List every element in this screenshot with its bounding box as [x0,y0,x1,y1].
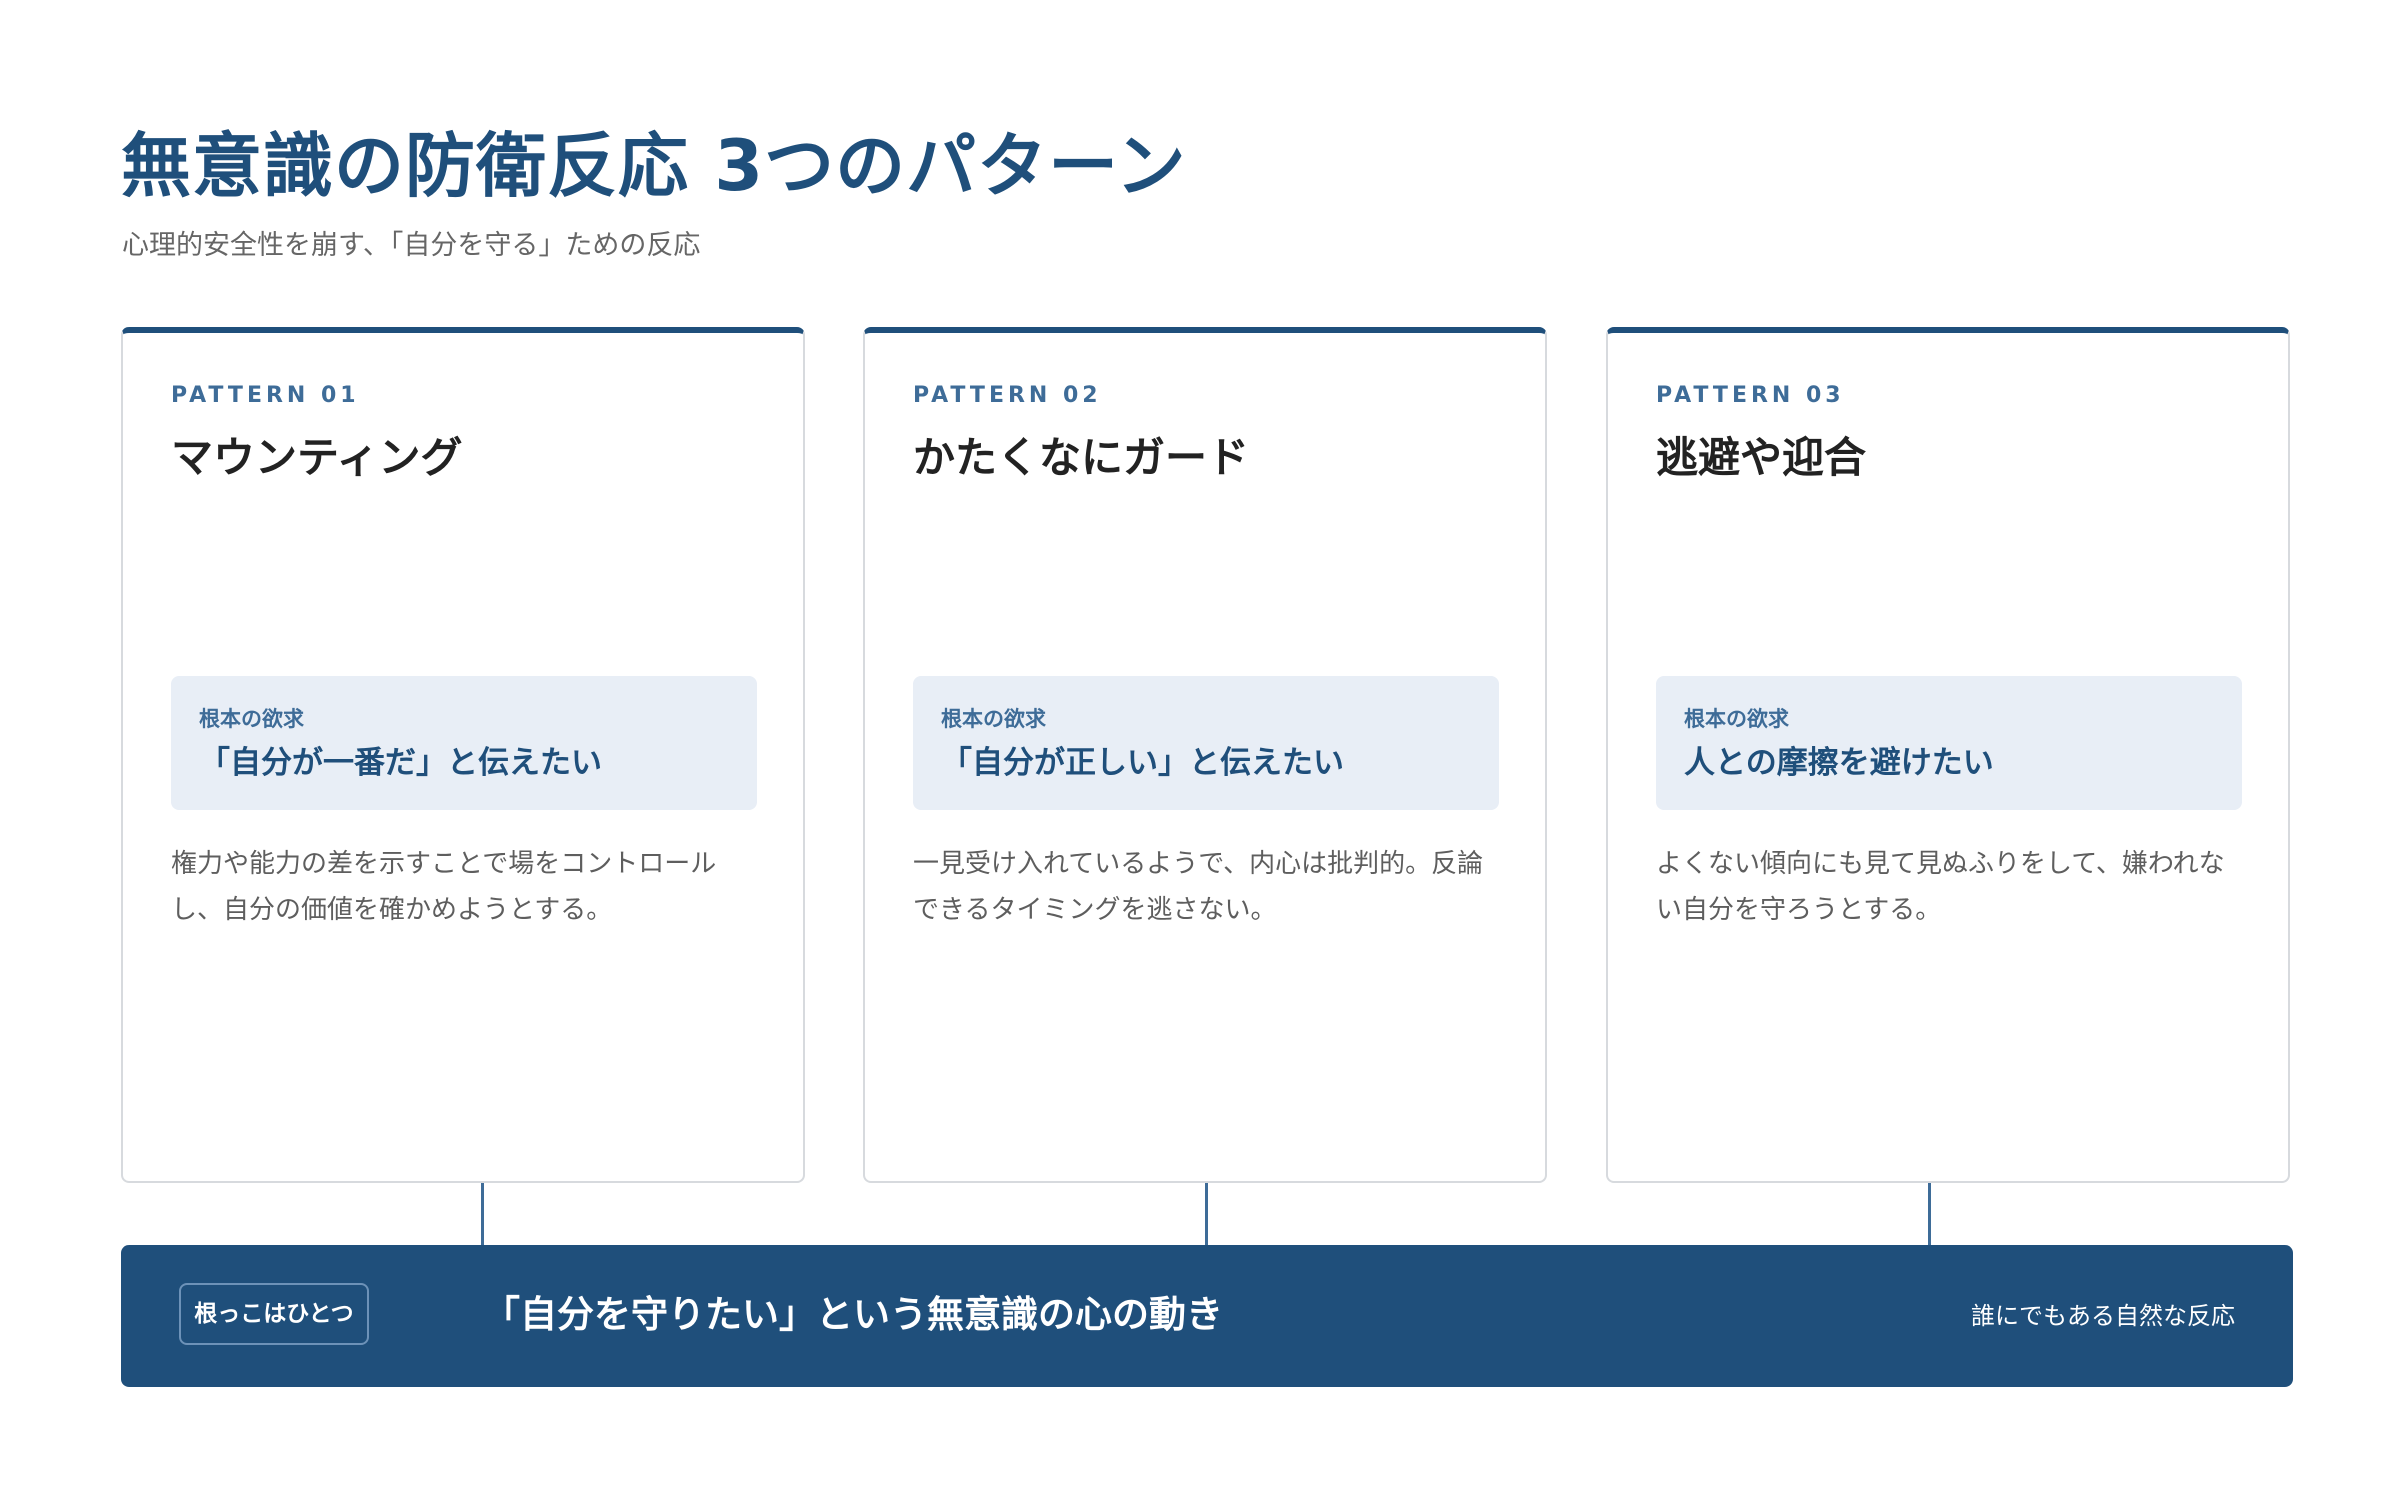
root-tag: 根っこはひとつ [179,1283,369,1345]
pattern-title: マウンティング [171,433,463,482]
root-need-label: 根本の欲求 [941,707,1046,731]
root-note: 誰にでもある自然な反応 [1971,1302,2235,1330]
root-need-text: 人との摩擦を避けたい [1684,745,1994,781]
pattern-label: PATTERN 01 [171,383,360,408]
root-need-box: 根本の欲求 「自分が正しい」と伝えたい [913,676,1499,810]
connector-line [1205,1183,1208,1246]
root-need-label: 根本の欲求 [1684,707,1789,731]
pattern-title: 逃避や迎合 [1656,433,1867,482]
pattern-card-01: PATTERN 01 マウンティング 根本の欲求 「自分が一番だ」と伝えたい 権… [121,327,805,1183]
page-subtitle: 心理的安全性を崩す、「自分を守る」ための反応 [122,230,701,261]
root-message: 「自分を守りたい」という無意識の心の動き [483,1293,1223,1336]
root-need-text: 「自分が一番だ」と伝えたい [199,745,602,781]
connector-line [481,1183,484,1246]
page-title: 無意識の防衛反応 3つのパターン [121,125,1187,207]
pattern-description: 権力や能力の差を示すことで場をコントロールし、自分の価値を確かめようとする。 [171,849,717,925]
root-need-label: 根本の欲求 [199,707,304,731]
pattern-title: かたくなにガード [913,433,1250,482]
pattern-card-02: PATTERN 02 かたくなにガード 根本の欲求 「自分が正しい」と伝えたい … [863,327,1547,1183]
root-need-text: 「自分が正しい」と伝えたい [941,745,1344,781]
pattern-description: よくない傾向にも見て見ぬふりをして、嫌われない自分を守ろうとする。 [1656,849,2225,925]
connector-line [1928,1183,1931,1246]
pattern-label: PATTERN 03 [1656,383,1845,408]
root-cause-bar: 根っこはひとつ 「自分を守りたい」という無意識の心の動き 誰にでもある自然な反応 [121,1245,2293,1387]
pattern-label: PATTERN 02 [913,383,1102,408]
pattern-card-03: PATTERN 03 逃避や迎合 根本の欲求 人との摩擦を避けたい よくない傾向… [1606,327,2290,1183]
root-need-box: 根本の欲求 「自分が一番だ」と伝えたい [171,676,757,810]
root-need-box: 根本の欲求 人との摩擦を避けたい [1656,676,2242,810]
pattern-description: 一見受け入れているようで、内心は批判的。反論できるタイミングを逃さない。 [913,849,1484,925]
